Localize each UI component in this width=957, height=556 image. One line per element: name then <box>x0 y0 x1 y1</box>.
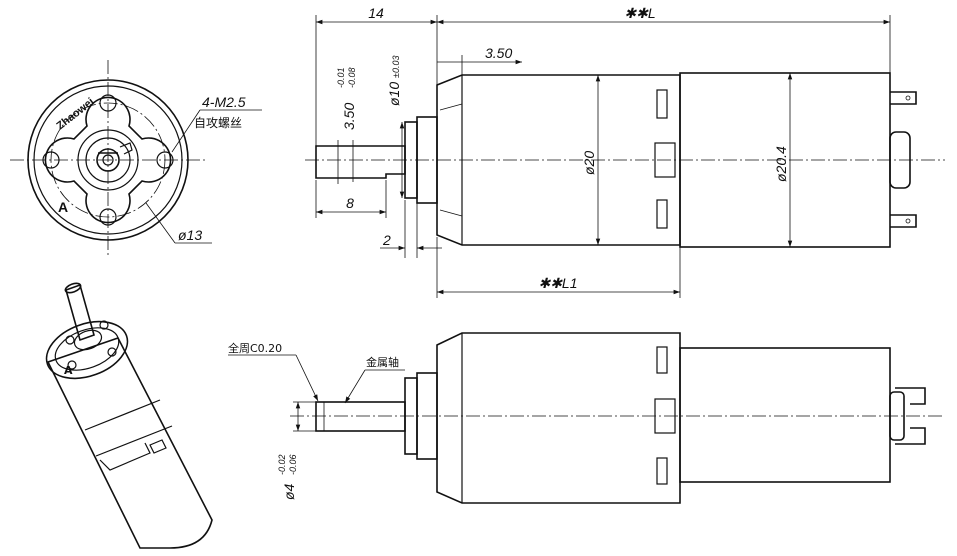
gearbox-outer-circle <box>27 79 189 241</box>
mount-hole-left <box>42 151 60 169</box>
iso-front-face <box>45 320 129 380</box>
dim-flat-tol-lower: -0.08 <box>347 67 357 88</box>
dim-shaft-tol-upper: -0.02 <box>277 454 287 475</box>
bottom-endcap <box>889 391 905 441</box>
iso-slot-2 <box>149 439 167 454</box>
chamfer-note: 全周C0.20 <box>228 341 282 355</box>
dim-boss-tol: ±0.03 <box>391 56 401 78</box>
dim-flat-tol-upper: -0.01 <box>336 67 346 88</box>
side-view: 14 ✱✱L 3.50 3.50 -0.01 -0.08 ø10 ±0.03 8… <box>305 5 945 298</box>
shaft-end <box>96 148 120 172</box>
front-view: Zhaowei A 4-M2.5 自攻螺丝 ø13 <box>10 60 262 258</box>
mounting-flange-lobes <box>44 96 172 224</box>
iso-joint-1 <box>84 399 161 431</box>
dim-shaft-tol-lower: -0.06 <box>288 454 298 475</box>
iso-marker: A <box>64 364 73 377</box>
side-marker: A <box>58 199 68 215</box>
boss-inner <box>85 137 131 183</box>
brand-text: Zhaowei <box>54 96 96 133</box>
boss-key <box>119 142 133 155</box>
dim-flat-height: 3.50 <box>341 103 357 130</box>
dim-motor-dia: ø20.4 <box>773 146 789 182</box>
iso-flange <box>54 327 120 371</box>
gearbox-inner-circle <box>33 85 183 235</box>
iso-slot <box>99 442 151 471</box>
gear-ring-1 <box>439 103 463 111</box>
terminal-top-hole <box>905 95 911 101</box>
circle-dim: ø13 <box>178 227 202 243</box>
iso-boss <box>73 329 103 351</box>
gear-ring-2 <box>439 209 463 217</box>
shaft-leader <box>344 369 366 404</box>
iso-shaft-end <box>64 282 82 294</box>
iso-shaft <box>65 283 95 342</box>
iso-hole-2 <box>99 320 109 330</box>
dim-total-length: ✱✱L <box>624 5 655 21</box>
gearbox-clip-top <box>656 89 668 119</box>
dim-shaft-dia: ø4 <box>281 483 297 500</box>
isometric-view: A <box>45 282 213 549</box>
mount-hole-top <box>99 94 117 112</box>
bottom-terminal-top <box>895 387 926 405</box>
bolt-circle <box>50 102 166 218</box>
gearbox-clip-mid <box>654 142 676 178</box>
gearbox-clip-bottom <box>656 199 668 229</box>
motor-endcap <box>889 131 911 189</box>
bottom-view: 全周C0.20 金属轴 ø4 -0.02 -0.06 <box>228 332 945 504</box>
terminal-bottom <box>890 214 917 228</box>
dim-shaft-length: 8 <box>346 195 354 211</box>
dim-step: 3.50 <box>485 45 512 61</box>
side-shaft <box>315 145 406 179</box>
hole-callout-note: 自攻螺丝 <box>194 116 242 130</box>
bottom-clip-top <box>656 346 668 374</box>
circle-dim-leader <box>145 202 176 244</box>
hole-callout: 4-M2.5 <box>202 94 246 110</box>
chamfer-leader <box>295 354 319 402</box>
bottom-clip-bottom <box>656 457 668 485</box>
iso-hole-1 <box>65 335 75 345</box>
iso-hole-3 <box>107 347 117 357</box>
shaft-center <box>102 154 114 166</box>
bottom-clip-mid <box>654 398 676 434</box>
iso-motor-body <box>46 337 213 549</box>
dim-flange-offset: 14 <box>368 5 384 21</box>
mount-hole-right <box>156 151 174 169</box>
bottom-terminal-bottom <box>895 427 926 445</box>
iso-hole-4 <box>67 360 77 370</box>
hole-leader <box>171 109 201 153</box>
mount-hole-bottom <box>99 208 117 226</box>
dim-boss-thickness: 2 <box>382 232 391 248</box>
dim-boss-dia: ø10 <box>386 82 402 106</box>
bottom-gearbox <box>436 332 681 504</box>
bottom-motor <box>679 347 891 483</box>
shaft-note: 金属轴 <box>366 355 399 369</box>
bottom-shaft <box>315 401 406 432</box>
dim-gearbox-length: ✱✱L1 <box>538 275 577 291</box>
terminal-bottom-hole <box>905 218 911 224</box>
iso-joint-2 <box>95 425 173 457</box>
dim-gearbox-dia: ø20 <box>581 151 597 175</box>
terminal-top <box>890 91 917 105</box>
boss-outer <box>77 129 139 191</box>
